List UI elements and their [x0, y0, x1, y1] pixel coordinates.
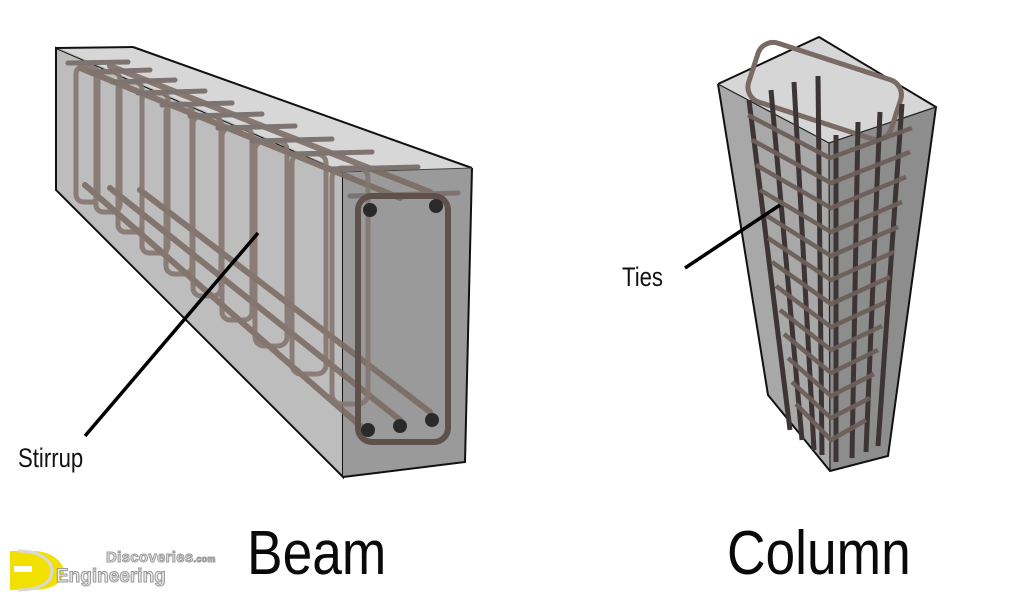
ties-callout-label: Ties: [622, 262, 664, 292]
beam-title: Beam: [247, 519, 387, 588]
engineering-discoveries-logo-mark: [10, 549, 64, 592]
beam-stirrups: [73, 64, 371, 407]
beam-longitudinal-bars: [77, 63, 433, 433]
column-illustration: [684, 35, 938, 473]
stirrup-callout-line: [83, 231, 260, 438]
watermark-line2: Engineering: [56, 566, 167, 588]
column-title: Column: [727, 519, 911, 588]
watermark-line1: Discoveries.com: [106, 549, 216, 567]
stirrup-callout-label: Stirrup: [18, 443, 84, 473]
column-vertical-bars: [746, 75, 905, 462]
beam-bar-ends: [361, 199, 443, 437]
beam-end-stirrup: [355, 193, 451, 445]
beam-illustration: [55, 46, 473, 480]
engineering-discoveries-watermark: Discoveries.com Engineering: [6, 548, 216, 590]
column-ties: [746, 113, 913, 443]
ties-callout-line: [684, 203, 781, 270]
column-left-face: [718, 84, 830, 471]
